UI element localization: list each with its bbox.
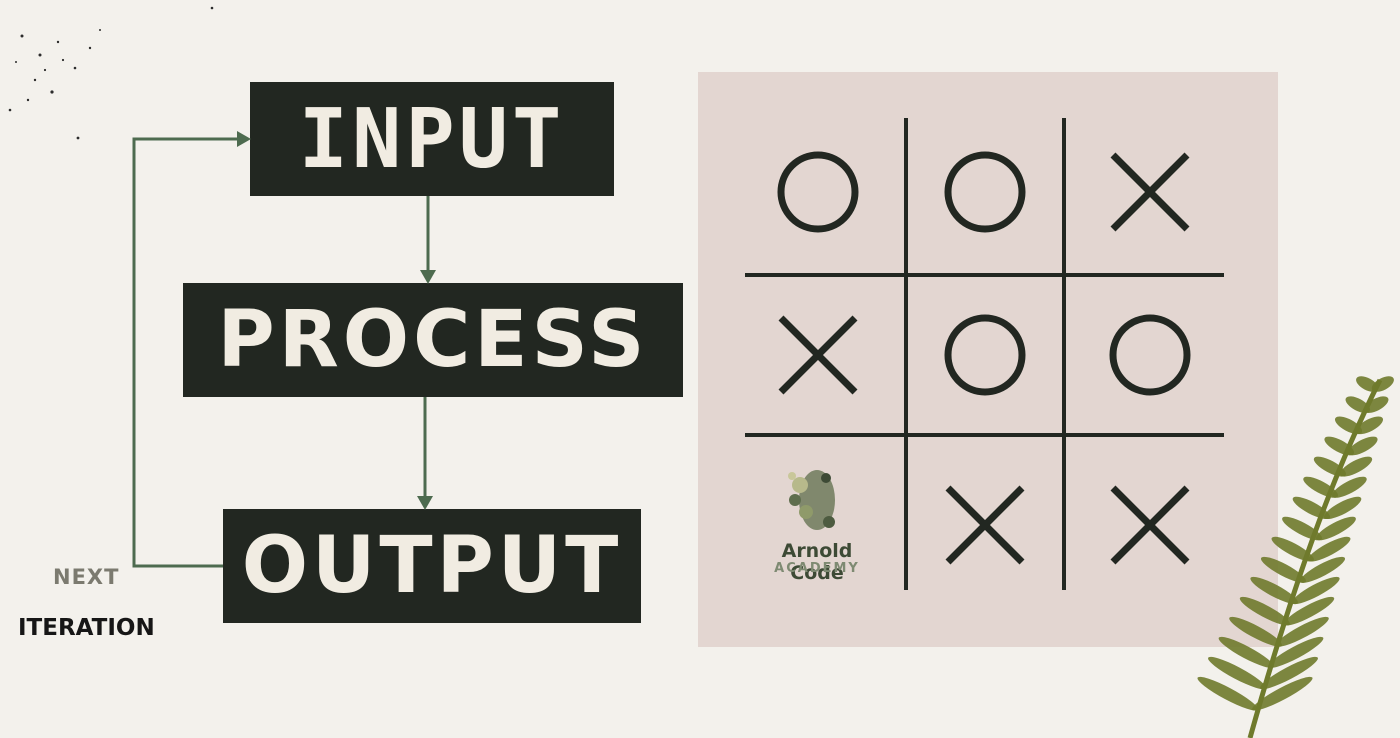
output-box: OUTPUT	[223, 509, 641, 623]
x-mark-cell-8	[945, 485, 1025, 565]
o-mark-cell-2	[944, 151, 1026, 233]
loop-label-iteration: ITERATION	[18, 615, 155, 641]
output-label: OUTPUT	[241, 521, 623, 611]
arrowhead-output	[417, 496, 433, 510]
x-mark-cell-9	[1110, 485, 1190, 565]
logo-sub: ACADEMY	[774, 561, 860, 576]
grid-lines	[745, 118, 1224, 590]
input-box: INPUT	[250, 82, 614, 196]
process-box: PROCESS	[183, 283, 683, 397]
loop-label-next: NEXT	[53, 565, 120, 589]
input-label: INPUT	[298, 91, 566, 187]
arrowhead-input	[237, 131, 251, 147]
academy-logo-icon	[788, 470, 835, 530]
o-mark-cell-6	[1109, 314, 1191, 396]
logo-name: Arnold Code	[781, 540, 853, 584]
arrowhead-process	[420, 270, 436, 284]
o-mark-cell-5	[944, 314, 1026, 396]
board-marks	[777, 151, 1191, 565]
x-mark-cell-4	[778, 315, 858, 395]
arrow-loop-back	[132, 137, 243, 568]
x-mark-cell-3	[1110, 152, 1190, 232]
o-mark-cell-1	[777, 151, 859, 233]
speckle-dots	[8, 6, 214, 140]
fern-decoration	[1197, 376, 1394, 738]
process-label: PROCESS	[217, 295, 649, 385]
